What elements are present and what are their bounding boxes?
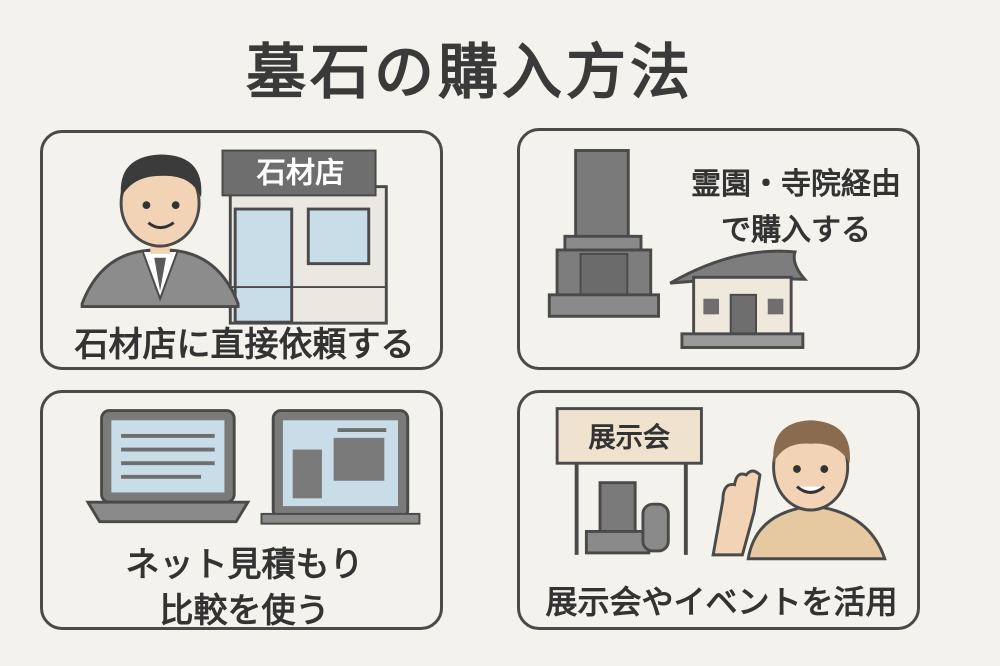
temple-icon [669,249,809,349]
card-label-line2: 比較を使う [159,591,330,630]
laptop-icon [85,409,251,524]
card-stone-shop: 石材店 石材店に直接依頼する [40,130,443,370]
card-label-line1: ネット見積もり [125,545,364,585]
online-quotes-illustration [85,409,421,525]
gravestone-icon [547,149,660,318]
tablet-icon [260,409,421,525]
card-cemetery-temple: 霊園・寺院経由 で購入する [517,128,920,370]
page-title: 墓石の購入方法 [246,38,694,108]
shop-staff-icon [80,154,240,309]
stone-shop-illustration: 石材店 [80,149,388,325]
card-label-line1: 霊園・寺院経由 [691,167,901,202]
cemetery-temple-illustration [547,149,809,349]
shop-building-icon [221,149,388,325]
gravestone-icon [584,481,670,555]
card-exhibition: 展示会 展示会やイベントを活用 [517,390,920,630]
card-online-quotes: ネット見積もり 比較を使う [40,390,443,630]
exhibition-sign-text: 展示会 [588,423,671,454]
waving-person-icon [711,420,887,561]
card-label-line2: で購入する [721,213,871,248]
card-label: 展示会やイベントを活用 [545,583,898,621]
shop-sign-text: 石材店 [256,156,345,190]
card-label: 石材店に直接依頼する [74,325,415,365]
exhibition-illustration: 展示会 [555,407,887,561]
exhibition-sign-icon [555,407,703,555]
